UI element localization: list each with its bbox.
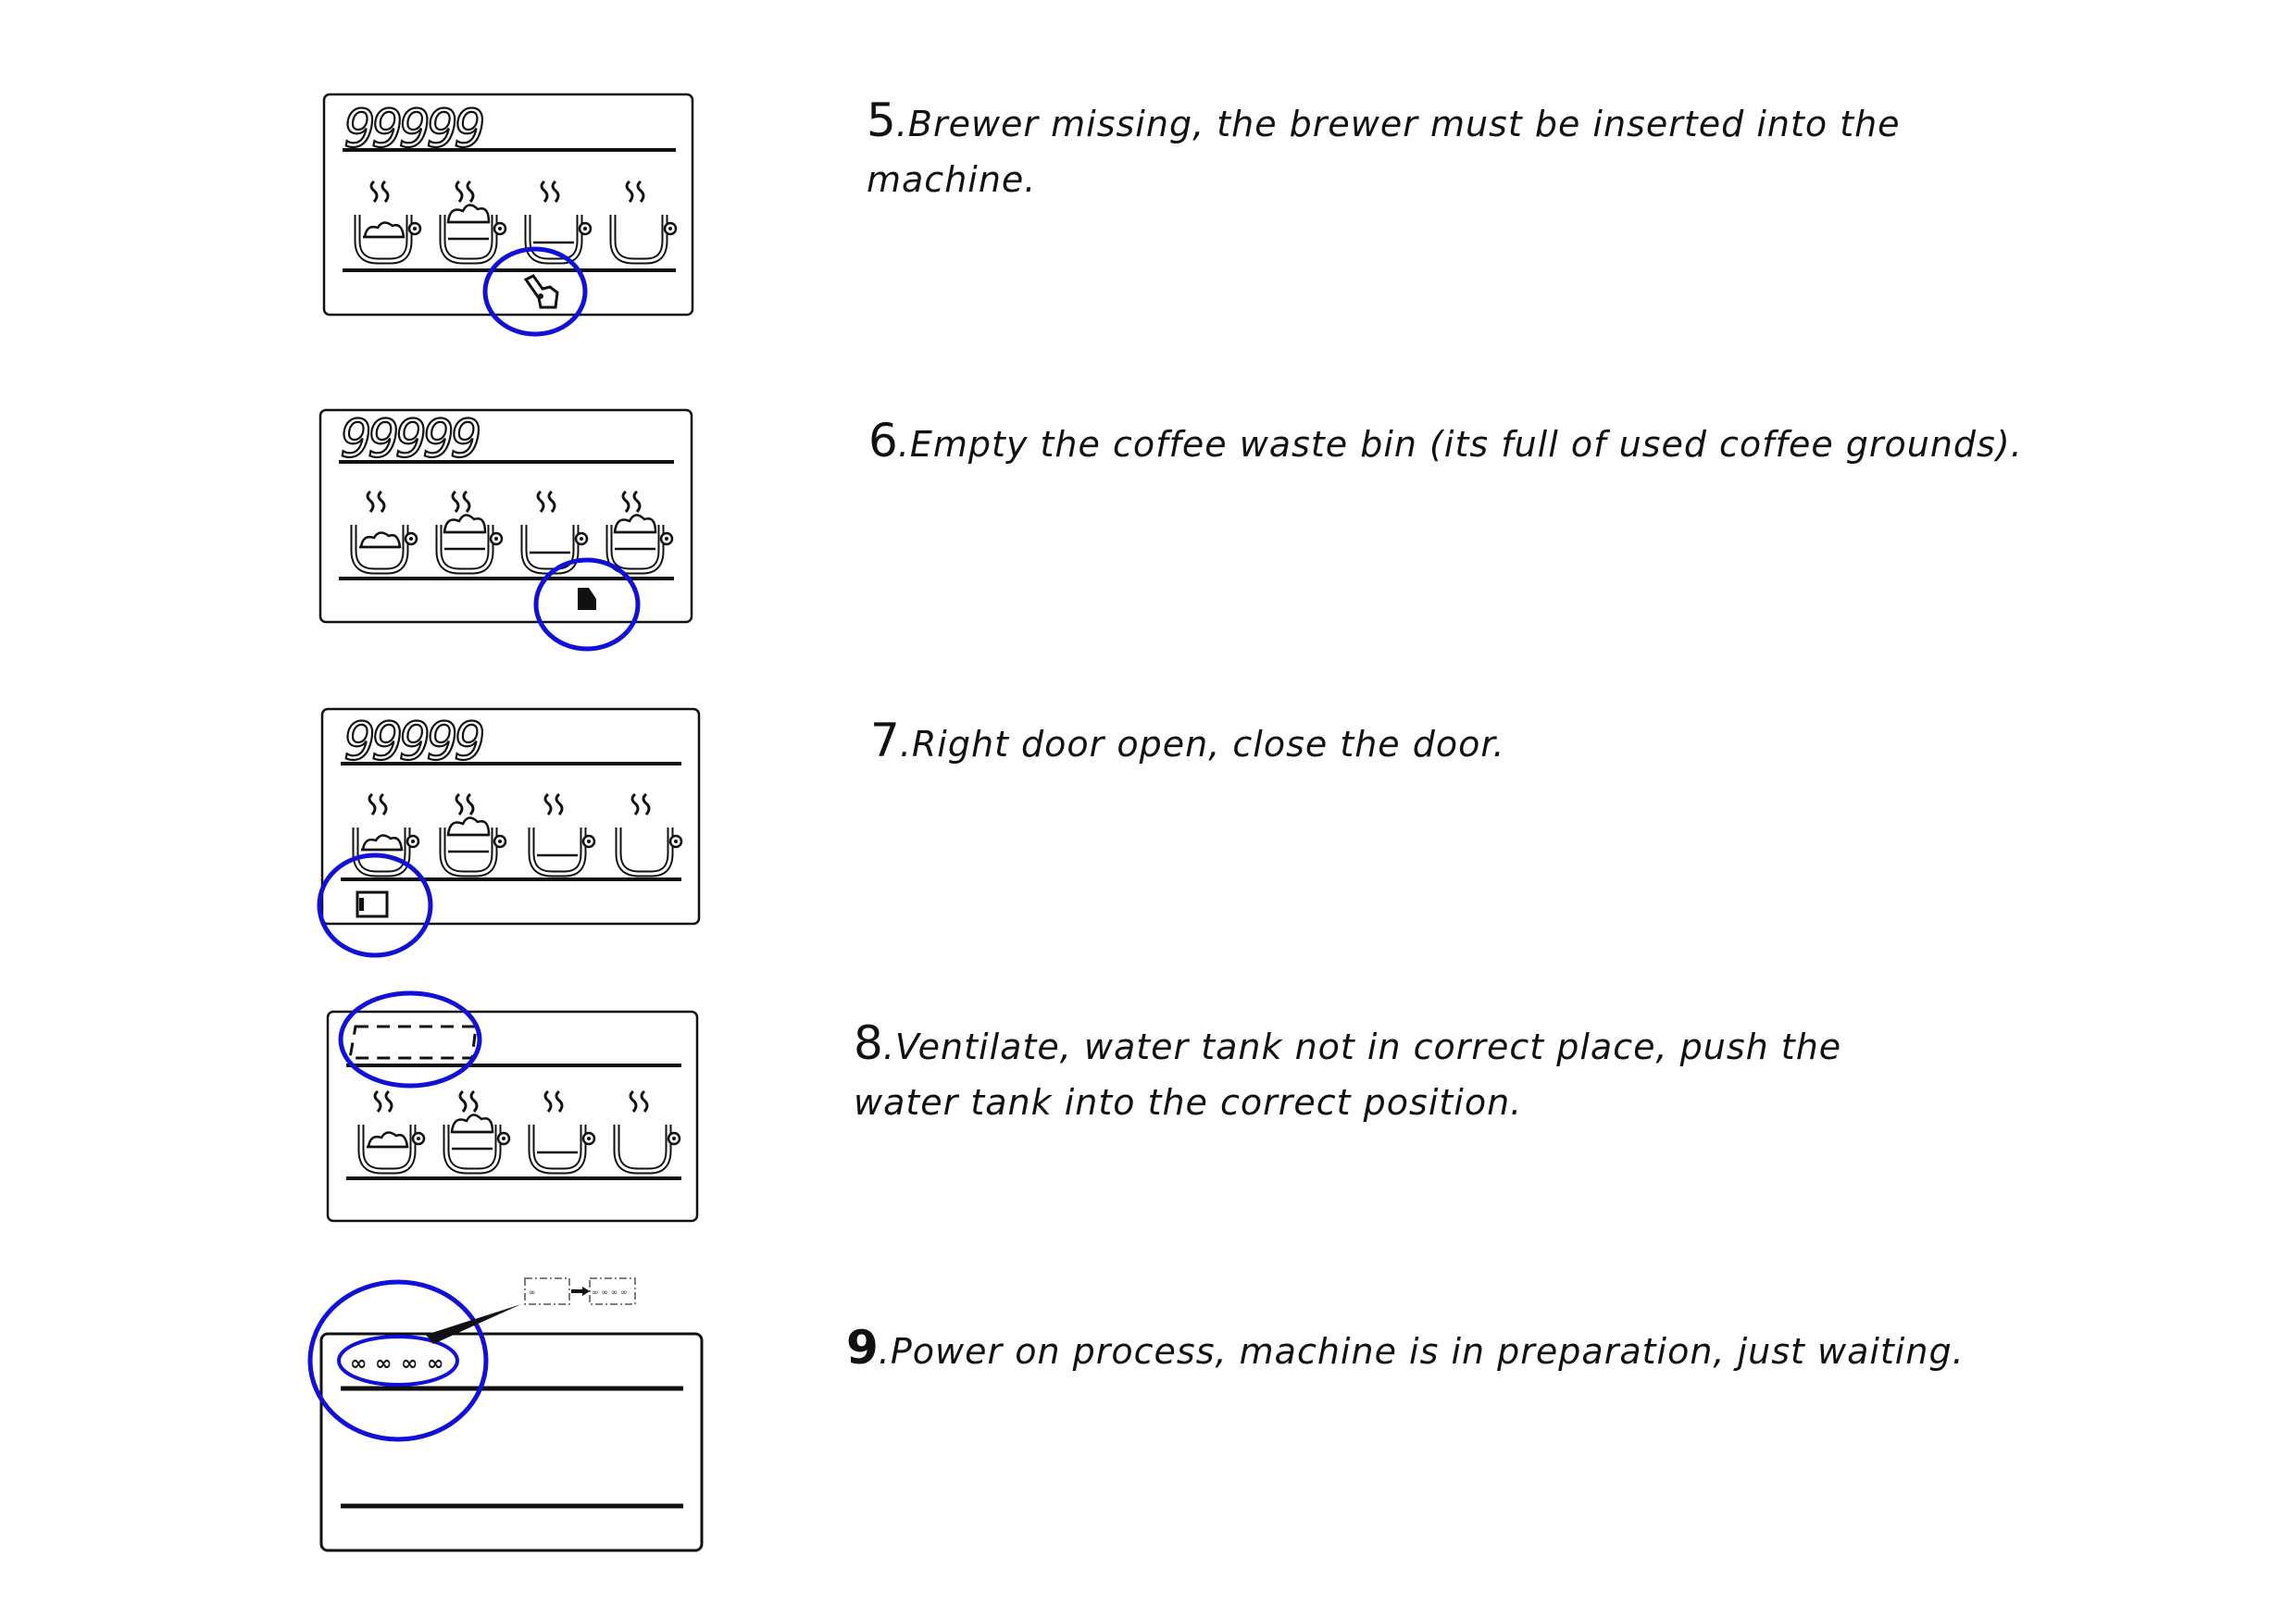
display-panel-ventilate (326, 990, 699, 1223)
highlight-circle (317, 853, 433, 958)
highlight-circle (338, 990, 482, 1089)
highlight-circle (307, 1279, 489, 1442)
instruction-7: 7.Right door open, close the door. (870, 714, 1505, 767)
brewer-icon (523, 274, 559, 309)
callout-box-start (524, 1277, 570, 1305)
svg-text:∞: ∞ (529, 1288, 536, 1298)
svg-text:∞: ∞ (427, 1352, 443, 1375)
callout-box-end (589, 1277, 636, 1305)
arrow-right-icon (571, 1287, 590, 1296)
callout-pointer (426, 1304, 521, 1344)
svg-text:∞: ∞ (350, 1352, 367, 1375)
display-panel-waste-bin: 99999 (318, 408, 693, 652)
instruction-8: 8.Ventilate, water tank not in correct p… (854, 1015, 1841, 1130)
instruction-text: Power on process, machine is in preparat… (890, 1331, 1965, 1372)
instruction-text: machine. (867, 159, 1037, 200)
display-panel-power-on: ∞ ∞ ∞ ∞ ∞ ∞ ∞ ∞ ∞ (307, 1277, 704, 1552)
item-number: 7 (870, 714, 900, 767)
item-number: 6 (868, 414, 898, 467)
display-panel-door-open: 99999 (317, 707, 701, 958)
counter-digits: 99999 (341, 409, 480, 469)
item-number: 5 (867, 93, 896, 147)
instruction-text: water tank into the correct position. (854, 1082, 1523, 1123)
display-panel-brewer-missing: 99999 (322, 93, 694, 337)
instruction-text: Empty the coffee waste bin (its full of … (909, 424, 2023, 465)
item-number: 8 (854, 1016, 883, 1070)
instruction-5: 5.Brewer missing, the brewer must be ins… (867, 93, 1901, 207)
item-number: 9 (846, 1321, 879, 1375)
waste-bin-icon (578, 588, 596, 610)
svg-text:∞ ∞ ∞ ∞: ∞ ∞ ∞ ∞ (592, 1288, 628, 1298)
highlight-circle (482, 246, 588, 337)
instruction-6: 6.Empty the coffee waste bin (its full o… (868, 414, 2023, 467)
instruction-text: Right door open, close the door. (911, 724, 1505, 765)
instruction-text: Ventilate, water tank not in correct pla… (894, 1027, 1842, 1067)
highlight-ellipse (337, 1335, 459, 1387)
loading-dots-icon: ∞ ∞ ∞ ∞ (350, 1352, 443, 1375)
highlight-circle (533, 557, 641, 652)
svg-text:∞: ∞ (401, 1352, 418, 1375)
instruction-text: Brewer missing, the brewer must be inser… (907, 104, 1901, 144)
instruction-9: 9.Power on process, machine is in prepar… (846, 1321, 1965, 1375)
svg-text:∞: ∞ (375, 1352, 392, 1375)
door-icon (356, 890, 389, 918)
